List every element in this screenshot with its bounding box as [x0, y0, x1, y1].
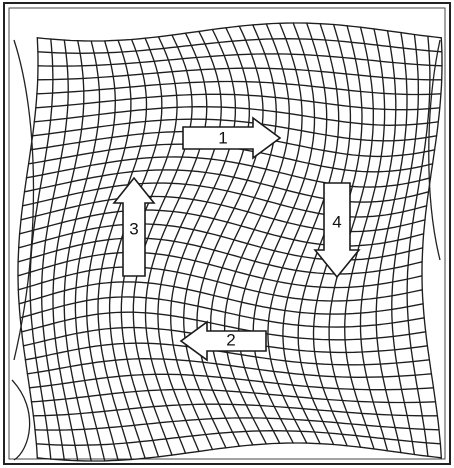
distorted-grid-mesh — [18, 23, 442, 461]
mesh-line-vertical — [422, 38, 442, 458]
mesh-line-horizontal — [20, 297, 424, 327]
arrow-2-label: 2 — [226, 331, 235, 350]
mesh-line-horizontal — [23, 183, 427, 217]
mesh-line-horizontal — [32, 390, 436, 403]
mesh-line-vertical — [268, 23, 327, 443]
mesh-line-vertical — [197, 26, 263, 446]
mesh-line-vertical — [30, 39, 53, 459]
mesh-line-vertical — [171, 30, 236, 450]
mesh-line-vertical — [42, 40, 68, 460]
mesh-line-horizontal — [20, 210, 424, 246]
mesh-line-horizontal — [37, 443, 441, 461]
arrow-3: 3 — [114, 178, 154, 276]
mesh-line-horizontal — [19, 224, 423, 260]
arrow-3-label: 3 — [129, 220, 138, 239]
arrow-4-label: 4 — [332, 213, 341, 232]
mesh-line-vertical — [184, 28, 250, 448]
arrow-1-label: 1 — [218, 129, 227, 148]
mesh-line-horizontal — [37, 82, 441, 95]
outline-arc-2 — [12, 380, 30, 460]
